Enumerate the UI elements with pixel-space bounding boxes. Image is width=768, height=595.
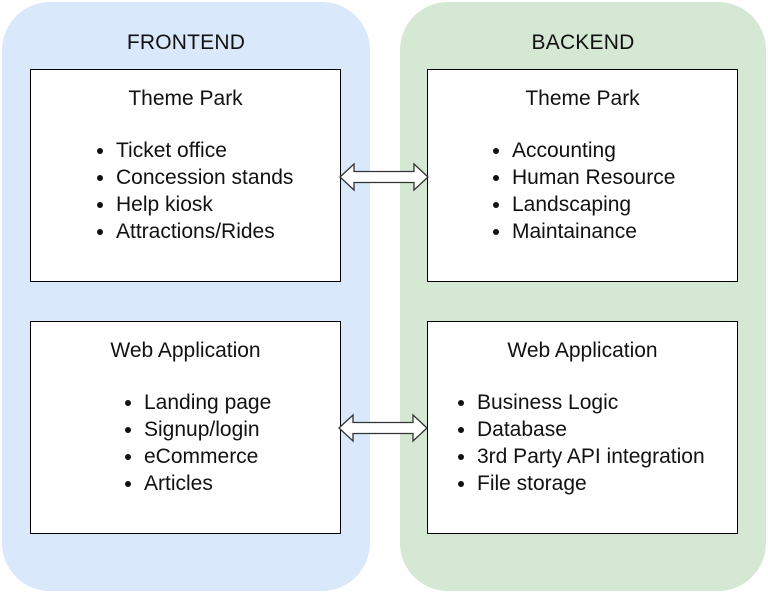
list-item: eCommerce [124,443,271,470]
backend-theme-park-title: Theme Park [525,87,640,110]
frontend-title: FRONTEND [126,31,246,54]
frontend-theme-park-box: Theme Park Ticket office Concession stan… [30,69,341,282]
list-item: Help kiosk [96,191,293,218]
list-item: Attractions/Rides [96,218,293,245]
list-item: Signup/login [124,416,271,443]
list-item: File storage [458,470,705,497]
frontend-web-application-title: Web Application [110,339,261,362]
list-item: Ticket office [96,137,293,164]
list-item: Business Logic [458,389,705,416]
frontend-theme-park-title: Theme Park [128,87,243,110]
backend-web-application-box: Web Application Business Logic Database … [427,321,738,534]
theme-park-bidirectional-arrow [339,162,429,192]
list-item: Maintainance [492,218,675,245]
list-item: Concession stands [96,166,294,189]
backend-web-application-title: Web Application [507,339,658,362]
list-item: Landscaping [492,191,675,218]
frontend-web-application-box: Web Application Landing page Signup/logi… [30,321,341,534]
list-item: Accounting [492,137,675,164]
frontend-theme-park-list: Ticket office Concession stands Help kio… [94,137,293,245]
list-item: Database [458,416,705,443]
list-item: 3rd Party API integration [458,445,705,468]
backend-theme-park-list: Accounting Human Resource Landscaping Ma… [490,137,675,245]
frontend-web-application-list: Landing page Signup/login eCommerce Arti… [122,389,271,497]
backend-web-application-list: Business Logic Database 3rd Party API in… [455,389,705,497]
list-item: Articles [124,470,271,497]
backend-title: BACKEND [531,31,635,54]
list-item: Human Resource [492,166,676,189]
list-item: Landing page [124,391,272,414]
backend-theme-park-box: Theme Park Accounting Human Resource Lan… [427,69,738,282]
web-application-bidirectional-arrow [338,413,428,443]
